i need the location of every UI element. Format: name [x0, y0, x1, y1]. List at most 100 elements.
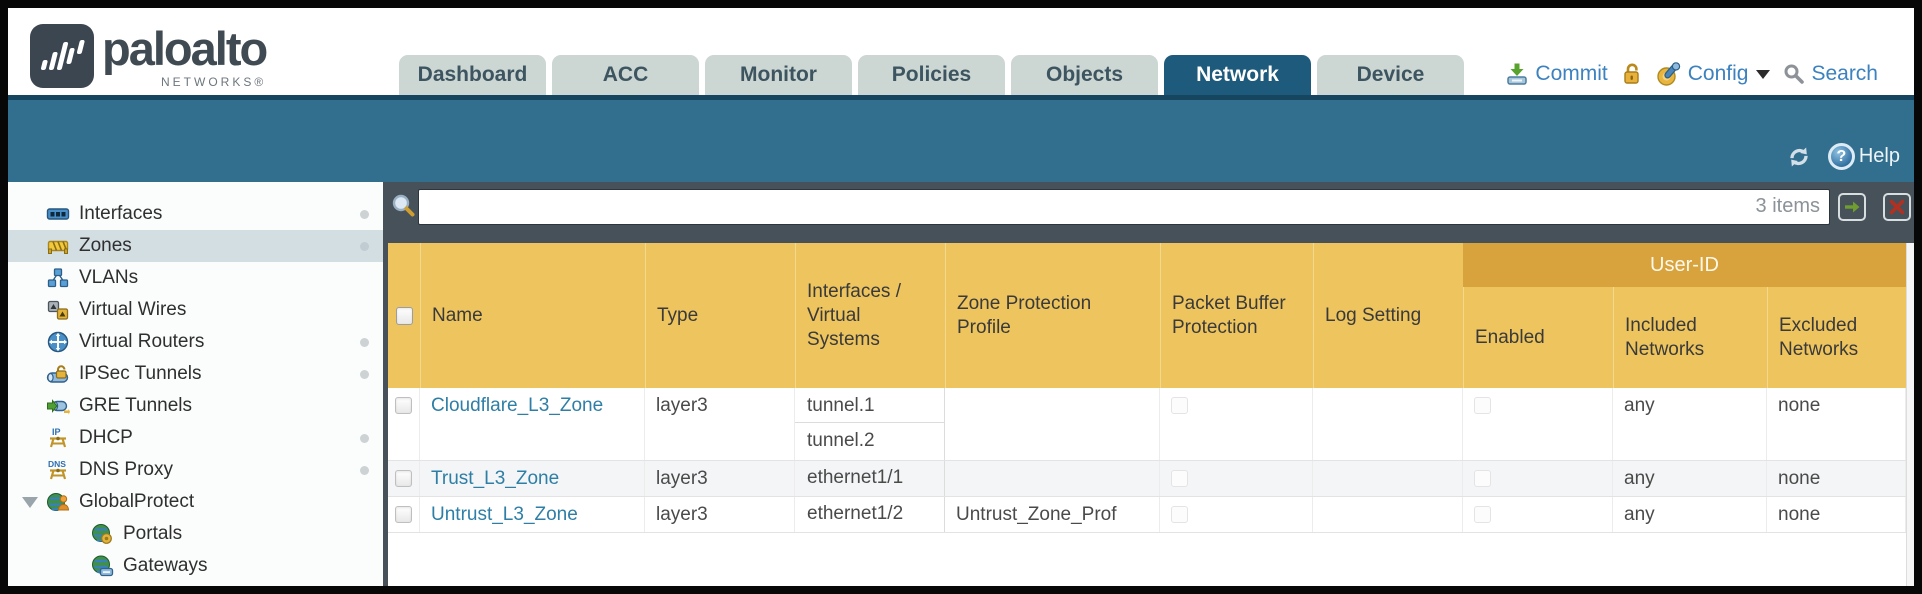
help-icon: ? [1827, 143, 1855, 170]
red-x-icon [1889, 199, 1905, 215]
sidebar-item-portals[interactable]: Portals [8, 518, 383, 550]
commit-button[interactable]: Commit [1505, 62, 1608, 86]
search-button[interactable]: Search [1783, 62, 1878, 86]
virtual-routers-icon [47, 331, 69, 353]
column-header-name[interactable]: Name [420, 243, 645, 388]
zone-name-link[interactable]: Cloudflare_L3_Zone [431, 395, 604, 416]
dns-proxy-icon: DNS [48, 459, 66, 480]
zone-protection-profile: Untrust_Zone_Prof [945, 497, 1160, 532]
vertical-scrollbar[interactable] [1906, 243, 1914, 586]
table-row[interactable]: Cloudflare_L3_Zone layer3 tunnel.1 tunne… [388, 388, 1906, 461]
sidebar-item-label: Virtual Routers [79, 331, 205, 352]
sidebar-item-zones[interactable]: Zones [8, 230, 383, 262]
sidebar-item-ipsec-tunnels[interactable]: IPSec Tunnels [8, 358, 383, 390]
refresh-icon[interactable] [1786, 144, 1812, 170]
lock-icon[interactable] [1621, 62, 1643, 86]
gre-tunnels-icon [47, 399, 70, 415]
column-header-type[interactable]: Type [645, 243, 795, 388]
sidebar-item-gre-tunnels[interactable]: GRE Tunnels [8, 390, 383, 422]
column-header-log-setting[interactable]: Log Setting [1313, 243, 1463, 388]
log-setting [1313, 497, 1463, 532]
sidebar-item-dhcp[interactable]: IP DHCP [8, 422, 383, 454]
row-checkbox[interactable] [395, 506, 412, 523]
tab-monitor[interactable]: Monitor [705, 55, 852, 95]
column-header-enabled[interactable]: Enabled [1463, 243, 1613, 388]
interfaces-icon [46, 208, 70, 220]
teal-banner: ? Help [8, 100, 1914, 182]
network-sidebar: Interfaces Zones [8, 182, 383, 586]
filter-input-wrap: 3 items [418, 189, 1830, 225]
brand-subtitle: NETWORKS® [161, 75, 267, 89]
zone-interfaces: tunnel.1 tunnel.2 [795, 388, 945, 460]
sidebar-item-label: DHCP [79, 427, 133, 448]
column-header-zone-protection-profile[interactable]: Zone Protection Profile [945, 243, 1160, 388]
expand-triangle-icon[interactable] [22, 496, 38, 508]
tab-policies[interactable]: Policies [858, 55, 1005, 95]
row-checkbox[interactable] [395, 470, 412, 487]
zone-type: layer3 [645, 497, 795, 532]
zones-table: User-ID Name Type Interfaces / Virtual S… [388, 243, 1906, 586]
config-dropdown[interactable]: Config [1656, 61, 1771, 87]
sidebar-item-interfaces[interactable]: Interfaces [8, 198, 383, 230]
log-setting [1313, 461, 1463, 496]
column-header-included-networks[interactable]: Included Networks [1613, 243, 1767, 388]
zone-type: layer3 [645, 388, 795, 460]
sidebar-item-vlans[interactable]: VLANs [8, 262, 383, 294]
user-id-enabled-checkbox[interactable] [1474, 397, 1491, 414]
column-header-excluded-networks[interactable]: Excluded Networks [1767, 243, 1906, 388]
user-id-enabled-checkbox[interactable] [1474, 470, 1491, 487]
sidebar-item-label: GRE Tunnels [79, 395, 192, 416]
green-arrow-icon [1845, 201, 1860, 213]
sidebar-item-label: VLANs [79, 267, 139, 288]
column-header-packet-buffer-protection[interactable]: Packet Buffer Protection [1160, 243, 1313, 388]
excluded-networks: none [1767, 388, 1906, 460]
portals-icon [92, 524, 112, 544]
tab-network[interactable]: Network [1164, 55, 1311, 95]
packet-buffer-checkbox[interactable] [1171, 506, 1188, 523]
select-all-cell [388, 243, 420, 388]
tab-device[interactable]: Device [1317, 55, 1464, 95]
packet-buffer-checkbox[interactable] [1171, 470, 1188, 487]
sidebar-item-label: Interfaces [79, 203, 163, 224]
table-row[interactable]: Untrust_L3_Zone layer3 ethernet1/2 Untru… [388, 497, 1906, 533]
clear-filter-button[interactable] [1883, 193, 1911, 221]
zone-name-link[interactable]: Trust_L3_Zone [431, 467, 560, 489]
tab-dashboard[interactable]: Dashboard [399, 55, 546, 95]
sidebar-item-dns-proxy[interactable]: DNS DNS Proxy [8, 454, 383, 486]
sidebar-item-virtual-routers[interactable]: Virtual Routers [8, 326, 383, 358]
apply-filter-button[interactable] [1838, 193, 1866, 221]
brand-name: paloalto [102, 22, 268, 75]
search-icon [1784, 64, 1805, 84]
included-networks: any [1613, 497, 1767, 532]
column-group-user-id: User-ID [1463, 243, 1906, 287]
virtual-wires-icon [47, 300, 69, 320]
included-networks: any [1613, 461, 1767, 496]
filter-input[interactable] [418, 189, 1830, 225]
user-id-enabled-checkbox[interactable] [1474, 506, 1491, 523]
tab-acc[interactable]: ACC [552, 55, 699, 95]
interface-cell: ethernet1/1 [807, 467, 904, 488]
sidebar-item-globalprotect[interactable]: GlobalProtect [8, 486, 383, 518]
select-all-checkbox[interactable] [395, 306, 413, 325]
sidebar-item-gateways[interactable]: Gateways [8, 550, 383, 582]
log-setting [1313, 388, 1463, 460]
help-button[interactable]: ? Help [1827, 143, 1900, 170]
status-dot [360, 241, 369, 251]
zone-interfaces: ethernet1/2 [795, 497, 945, 532]
packet-buffer-checkbox[interactable] [1171, 397, 1188, 414]
zone-protection-profile [945, 388, 1160, 460]
excluded-networks: none [1767, 461, 1906, 496]
zone-name-link[interactable]: Untrust_L3_Zone [431, 503, 578, 525]
table-row[interactable]: Trust_L3_Zone layer3 ethernet1/1 any non… [388, 461, 1906, 497]
sidebar-item-virtual-wires[interactable]: Virtual Wires [8, 294, 383, 326]
sidebar-item-label: Zones [79, 235, 132, 256]
sidebar-item-label: DNS Proxy [79, 459, 173, 480]
column-header-interfaces[interactable]: Interfaces / Virtual Systems [795, 243, 945, 388]
row-checkbox[interactable] [395, 397, 412, 414]
sidebar-splitter[interactable] [383, 182, 388, 586]
tab-objects[interactable]: Objects [1011, 55, 1158, 95]
status-dot [360, 433, 369, 443]
filter-search-icon [392, 194, 415, 217]
svg-text:IP: IP [52, 427, 61, 437]
